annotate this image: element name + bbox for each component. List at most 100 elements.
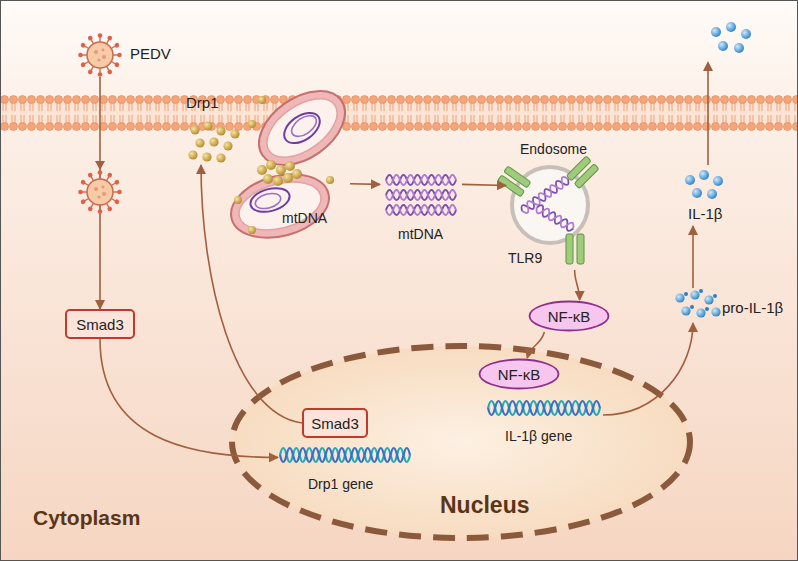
flow-arrow xyxy=(99,77,101,309)
cytokine-dot xyxy=(707,189,717,199)
mtdna-loop xyxy=(279,107,326,150)
endosome-dna xyxy=(535,204,576,233)
pro-il1b-dots xyxy=(675,289,720,318)
protein-box: Smad3 xyxy=(302,408,368,438)
region-label: Cytoplasm xyxy=(33,506,140,530)
mtdna-loop xyxy=(254,191,283,211)
dna-strand xyxy=(280,448,410,462)
cytokine-dot xyxy=(718,41,728,51)
drp1-dot xyxy=(248,120,256,128)
tlr9-receptor xyxy=(566,234,584,264)
receptor-arm xyxy=(566,234,573,264)
il1b-gene-helix xyxy=(488,401,600,415)
protein-cluster: Drp1 xyxy=(180,93,250,165)
cytokine-dot xyxy=(675,293,684,302)
dna-strand xyxy=(280,448,410,462)
mitochondrion xyxy=(224,164,336,248)
cytokine-dot xyxy=(711,27,721,37)
arrow-head xyxy=(95,161,105,170)
mito-outer xyxy=(245,76,358,180)
flow-arrow xyxy=(603,323,693,415)
nucleus-envelope xyxy=(232,346,690,538)
helix-rungs xyxy=(489,403,600,413)
receptor-arm xyxy=(504,166,531,188)
drp1-dot xyxy=(263,174,273,184)
receptor-arm xyxy=(574,164,599,189)
mito-inner xyxy=(234,174,327,238)
gene-node: IL-1β gene xyxy=(485,393,603,448)
propeptide xyxy=(684,292,688,296)
flow-arrow xyxy=(692,226,694,288)
flow-arrow xyxy=(201,165,302,423)
drp1-particles xyxy=(188,121,239,162)
dna-strand xyxy=(488,401,600,415)
mitochondria-node: mtDNA xyxy=(232,88,350,240)
drp1-dot xyxy=(234,196,242,204)
cytokine-dot xyxy=(681,306,690,315)
dna-strand xyxy=(535,204,576,233)
drp1-dot xyxy=(216,126,225,135)
node-text: mtDNA xyxy=(398,226,443,243)
flow-arrow xyxy=(575,270,580,300)
propeptide xyxy=(699,289,703,293)
node-text: Smad3 xyxy=(76,316,124,333)
cytokine-dot xyxy=(734,43,744,53)
tlr9-receptor xyxy=(566,156,599,189)
node-text: Drp1 gene xyxy=(308,476,373,493)
drp1-ring xyxy=(234,96,334,234)
drp1-gene-helix xyxy=(280,448,410,462)
factor-ellipse: NF-κB xyxy=(478,358,560,390)
mitochondrion xyxy=(245,76,358,180)
cytokine-dot xyxy=(741,29,751,39)
secretion-arrow xyxy=(707,70,709,165)
dna-strand xyxy=(386,190,456,200)
dna-strand xyxy=(386,205,456,215)
il1b-dots xyxy=(685,170,723,199)
cytokine-dot xyxy=(685,175,695,185)
node-text: NF-κB xyxy=(548,308,591,325)
cytokine-dot xyxy=(726,22,736,32)
node-text: Endosome xyxy=(520,141,587,158)
drp1-dot xyxy=(292,169,302,179)
node-text: IL-1β gene xyxy=(505,428,572,445)
flow-arrow xyxy=(100,339,278,457)
drp1-dot xyxy=(285,161,295,171)
dna-strand xyxy=(386,175,456,185)
virus-node: PEDV xyxy=(78,33,178,77)
drp1-dot xyxy=(190,125,199,134)
flow-arrow xyxy=(350,183,380,185)
cytokine-dot xyxy=(713,176,723,186)
dna-strand xyxy=(386,205,456,215)
gene-node: Drp1 gene xyxy=(278,440,413,498)
tlr9-receptor xyxy=(498,166,531,197)
node-text: Drp1 xyxy=(186,94,219,111)
ellipse-shape xyxy=(480,360,559,389)
mito-inner xyxy=(257,87,348,169)
arrow-head xyxy=(703,61,713,71)
secreted-cytokine xyxy=(711,22,751,53)
node-text: pro-IL-1β xyxy=(722,299,783,316)
cell-membrane xyxy=(0,95,798,131)
cytokine-dot xyxy=(690,290,699,299)
protein-box: Smad3 xyxy=(65,309,135,339)
dna-strand xyxy=(488,401,600,415)
drp1-dot xyxy=(202,152,211,161)
node-text: NF-κB xyxy=(498,366,541,383)
node-text: mtDNA xyxy=(282,210,327,227)
drp1-dot xyxy=(283,173,293,183)
drp1-dot xyxy=(266,160,276,170)
cytokine-dot xyxy=(711,307,720,316)
mtdna-fragments xyxy=(386,175,456,215)
drp1-dot xyxy=(223,141,232,150)
drp1-dot xyxy=(257,165,267,175)
cytokine-dot xyxy=(696,308,705,317)
virus-particle xyxy=(78,33,122,77)
node-text: Nucleus xyxy=(440,492,529,518)
mtdna-loop xyxy=(288,111,320,140)
dna-strand xyxy=(386,190,456,200)
cytokine-node: pro-IL-1β xyxy=(668,288,793,323)
cytokine-dot xyxy=(692,188,702,198)
drp1-dot xyxy=(258,96,266,104)
